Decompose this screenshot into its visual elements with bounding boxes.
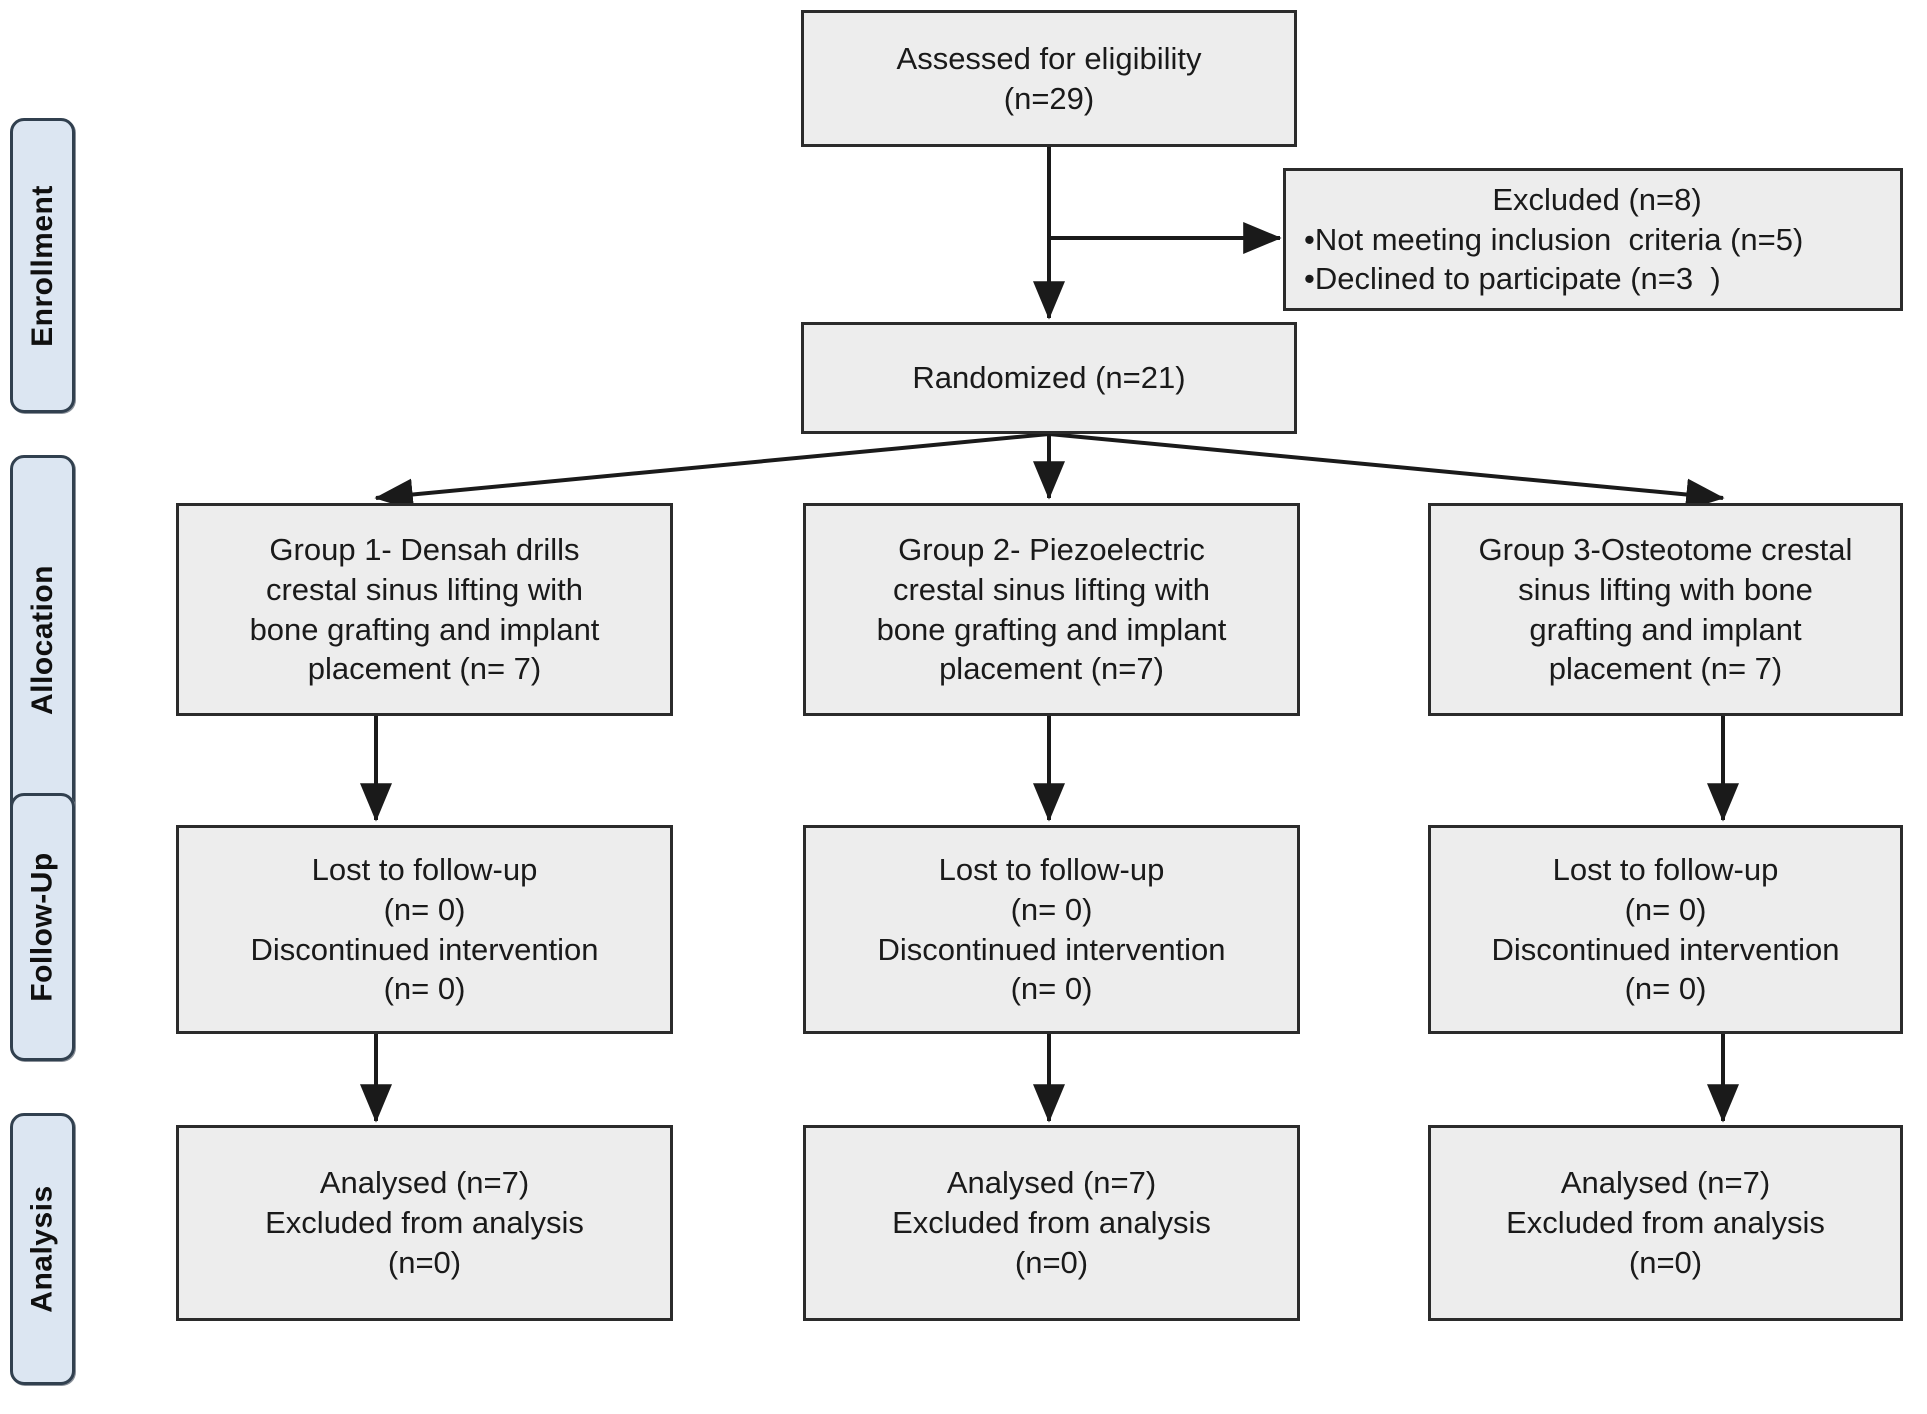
excluded-bullet-2: •Declined to participate (n=3 ) — [1304, 261, 1721, 297]
analysis-group-3-line-2: Excluded from analysis — [1506, 1205, 1825, 1241]
followup-group-2-box: Lost to follow-up (n= 0) Discontinued in… — [803, 825, 1300, 1034]
phase-label-enrollment: Enrollment — [25, 184, 59, 347]
allocation-group-2-line-2: crestal sinus lifting with — [892, 571, 1210, 607]
followup-group-1-line-4: (n= 0) — [383, 971, 466, 1007]
followup-group-1-line-2: (n= 0) — [383, 891, 466, 927]
followup-group-3-box: Lost to follow-up (n= 0) Discontinued in… — [1428, 825, 1903, 1034]
allocation-group-1-line-2: crestal sinus lifting with — [265, 571, 583, 607]
analysis-group-1-line-3: (n=0) — [387, 1244, 462, 1280]
followup-group-2-line-1: Lost to follow-up — [938, 852, 1165, 888]
analysis-group-3-line-3: (n=0) — [1628, 1244, 1703, 1280]
followup-group-3-line-4: (n= 0) — [1624, 971, 1707, 1007]
followup-group-3-line-3: Discontinued intervention — [1491, 931, 1840, 967]
followup-group-1-box: Lost to follow-up (n= 0) Discontinued in… — [176, 825, 673, 1034]
followup-group-2-line-3: Discontinued intervention — [877, 931, 1226, 967]
analysis-group-2-box: Analysed (n=7) Excluded from analysis (n… — [803, 1125, 1300, 1321]
analysis-group-3-line-1: Analysed (n=7) — [1560, 1165, 1771, 1201]
excluded-box: Excluded (n=8) •Not meeting inclusion cr… — [1283, 168, 1903, 311]
allocation-group-1-line-4: placement (n= 7) — [307, 651, 542, 687]
phase-label-analysis: Analysis — [25, 1185, 59, 1313]
analysis-group-1-box: Analysed (n=7) Excluded from analysis (n… — [176, 1125, 673, 1321]
allocation-group-2-box: Group 2- Piezoelectric crestal sinus lif… — [803, 503, 1300, 716]
followup-group-1-line-1: Lost to follow-up — [311, 852, 538, 888]
assessed-line-2: (n=29) — [1003, 80, 1095, 116]
followup-group-2-line-2: (n= 0) — [1010, 891, 1093, 927]
phase-label-followup: Follow-Up — [25, 852, 59, 1002]
randomized-box: Randomized (n=21) — [801, 322, 1297, 434]
arrow-randomized-to-group1 — [374, 432, 1050, 511]
allocation-group-3-line-2: sinus lifting with bone — [1518, 571, 1813, 607]
analysis-group-2-line-3: (n=0) — [1014, 1244, 1089, 1280]
allocation-group-2-line-4: placement (n=7) — [939, 651, 1164, 687]
allocation-group-3-line-3: grafting and implant — [1529, 611, 1802, 647]
allocation-group-1-line-3: bone grafting and implant — [249, 611, 600, 647]
arrow-randomized-to-group3 — [1048, 432, 1725, 511]
allocation-group-1-line-1: Group 1- Densah drills — [269, 532, 580, 568]
phase-tab-enrollment: Enrollment — [10, 118, 75, 413]
allocation-group-3-box: Group 3-Osteotome crestal sinus lifting … — [1428, 503, 1903, 716]
analysis-group-2-line-2: Excluded from analysis — [892, 1205, 1211, 1241]
analysis-group-1-line-2: Excluded from analysis — [265, 1205, 584, 1241]
phase-tab-analysis: Analysis — [10, 1113, 75, 1385]
phase-tab-allocation: Allocation — [10, 455, 75, 825]
analysis-group-2-line-1: Analysed (n=7) — [946, 1165, 1157, 1201]
excluded-heading: Excluded (n=8) — [1492, 181, 1702, 217]
allocation-group-1-box: Group 1- Densah drills crestal sinus lif… — [176, 503, 673, 716]
analysis-group-1-line-1: Analysed (n=7) — [319, 1165, 530, 1201]
allocation-group-3-line-4: placement (n= 7) — [1548, 651, 1783, 687]
allocation-group-2-line-3: bone grafting and implant — [876, 611, 1227, 647]
allocation-group-3-line-1: Group 3-Osteotome crestal — [1478, 532, 1853, 568]
phase-tab-followup: Follow-Up — [10, 793, 75, 1061]
allocation-group-2-line-1: Group 2- Piezoelectric — [898, 532, 1205, 568]
assessed-for-eligibility-box: Assessed for eligibility (n=29) — [801, 10, 1297, 147]
assessed-line-1: Assessed for eligibility — [896, 40, 1202, 76]
followup-group-2-line-4: (n= 0) — [1010, 971, 1093, 1007]
excluded-bullet-1: •Not meeting inclusion criteria (n=5) — [1304, 221, 1804, 257]
randomized-line-1: Randomized (n=21) — [912, 360, 1186, 396]
followup-group-1-line-3: Discontinued intervention — [250, 931, 599, 967]
phase-label-allocation: Allocation — [25, 564, 59, 716]
followup-group-3-line-1: Lost to follow-up — [1552, 852, 1779, 888]
followup-group-3-line-2: (n= 0) — [1624, 891, 1707, 927]
analysis-group-3-box: Analysed (n=7) Excluded from analysis (n… — [1428, 1125, 1903, 1321]
